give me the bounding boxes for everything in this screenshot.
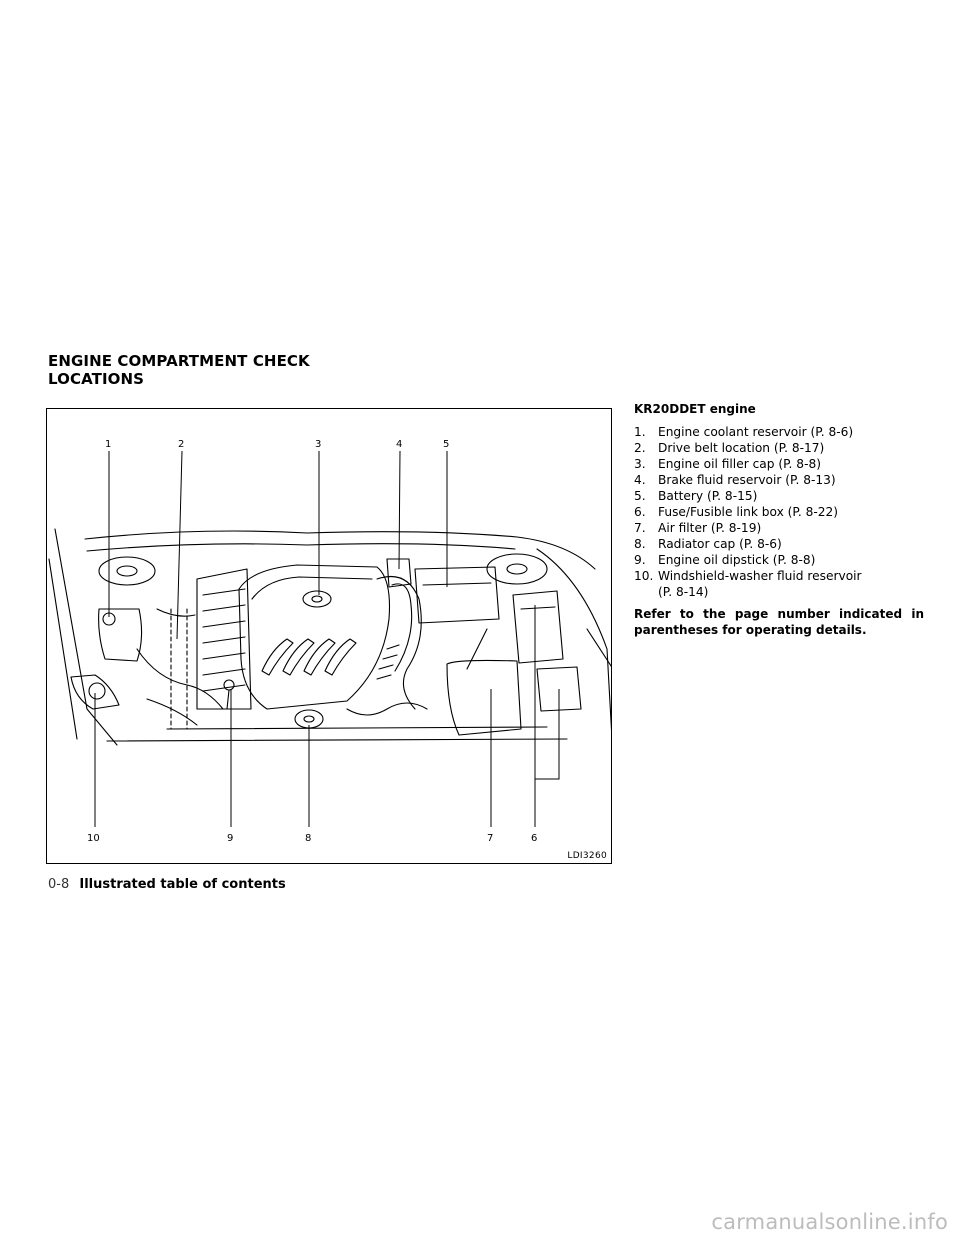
chapter-title: Illustrated table of contents [79,877,286,892]
callout-8: 8 [305,833,311,844]
callout-6: 6 [531,833,537,844]
list-item-number: 8. [634,537,646,551]
callout-9: 9 [227,833,233,844]
list-item-text: Windshield-washer fluid reservoir [658,569,862,583]
list-item: 10. Windshield-washer fluid reservoir [634,568,924,584]
list-item-text: Fuse/Fusible link box (P. 8-22) [658,505,839,519]
callout-3: 3 [315,439,321,450]
list-item: 7. Air filter (P. 8-19) [634,520,924,536]
callout-5: 5 [443,439,449,450]
watermark: carmanualsonline.info [711,1210,948,1234]
list-item-text: Battery (P. 8-15) [658,489,758,503]
list-item-text: Brake fluid reservoir (P. 8-13) [658,473,836,487]
engine-line-drawing: 1 2 3 4 5 10 9 8 7 6 [48,439,611,844]
engine-legend: KR20DDET engine 1. Engine coolant reservo… [634,402,924,638]
list-item-text: Engine oil filler cap (P. 8-8) [658,457,821,471]
engine-heading: KR20DDET engine [634,402,756,416]
list-item: 5. Battery (P. 8-15) [634,488,924,504]
list-item-number: 2. [634,441,646,455]
section-title: ENGINE COMPARTMENT CHECK LOCATIONS [48,352,310,388]
list-item: 4. Brake fluid reservoir (P. 8-13) [634,472,924,488]
list-item-number: 5. [634,489,646,503]
engine-compartment-illustration: 1 2 3 4 5 10 9 8 7 6 LDI3260 [46,408,612,864]
list-item-number: 4. [634,473,646,487]
callout-4: 4 [396,439,402,450]
callout-10: 10 [87,833,100,844]
list-item-number: 10. [634,569,654,583]
list-item-number [634,584,658,600]
check-location-list: 1. Engine coolant reservoir (P. 8-6) 2. Dri… [634,424,924,600]
list-item-text: Engine coolant reservoir (P. 8-6) [658,425,854,439]
callouts-bottom: 10 9 8 7 6 [87,833,537,844]
list-item-text: Air filter (P. 8-19) [658,521,762,535]
list-item-text: Drive belt location (P. 8-17) [658,441,825,455]
callout-1: 1 [105,439,111,450]
operating-note: Refer to the page number indicated in pa… [634,607,924,637]
list-item-text: (P. 8-14) [658,585,709,599]
callout-7: 7 [487,833,493,844]
callouts-top: 1 2 3 4 5 [105,439,449,450]
list-item: 8. Radiator cap (P. 8-6) [634,536,924,552]
figure-id: LDI3260 [567,851,607,861]
page-number: 0-8 [48,877,70,892]
list-item: (P. 8-14) [634,584,924,600]
list-item-number: 7. [634,521,646,535]
callout-2: 2 [178,439,184,450]
section-title-line-2: LOCATIONS [48,370,145,388]
list-item-number: 9. [634,553,646,567]
list-item: 1. Engine coolant reservoir (P. 8-6) [634,424,924,440]
list-item: 6. Fuse/Fusible link box (P. 8-22) [634,504,924,520]
list-item-number: 1. [634,425,646,439]
list-item: 3. Engine oil filler cap (P. 8-8) [634,456,924,472]
list-item-text: Radiator cap (P. 8-6) [658,537,782,551]
page-footer: 0-8 Illustrated table of contents [48,876,286,894]
list-item-text: Engine oil dipstick (P. 8-8) [658,553,816,567]
list-item: 9. Engine oil dipstick (P. 8-8) [634,552,924,568]
list-item-number: 3. [634,457,646,471]
list-item-number: 6. [634,505,646,519]
section-title-line-1: ENGINE COMPARTMENT CHECK [48,352,310,370]
list-item: 2. Drive belt location (P. 8-17) [634,440,924,456]
